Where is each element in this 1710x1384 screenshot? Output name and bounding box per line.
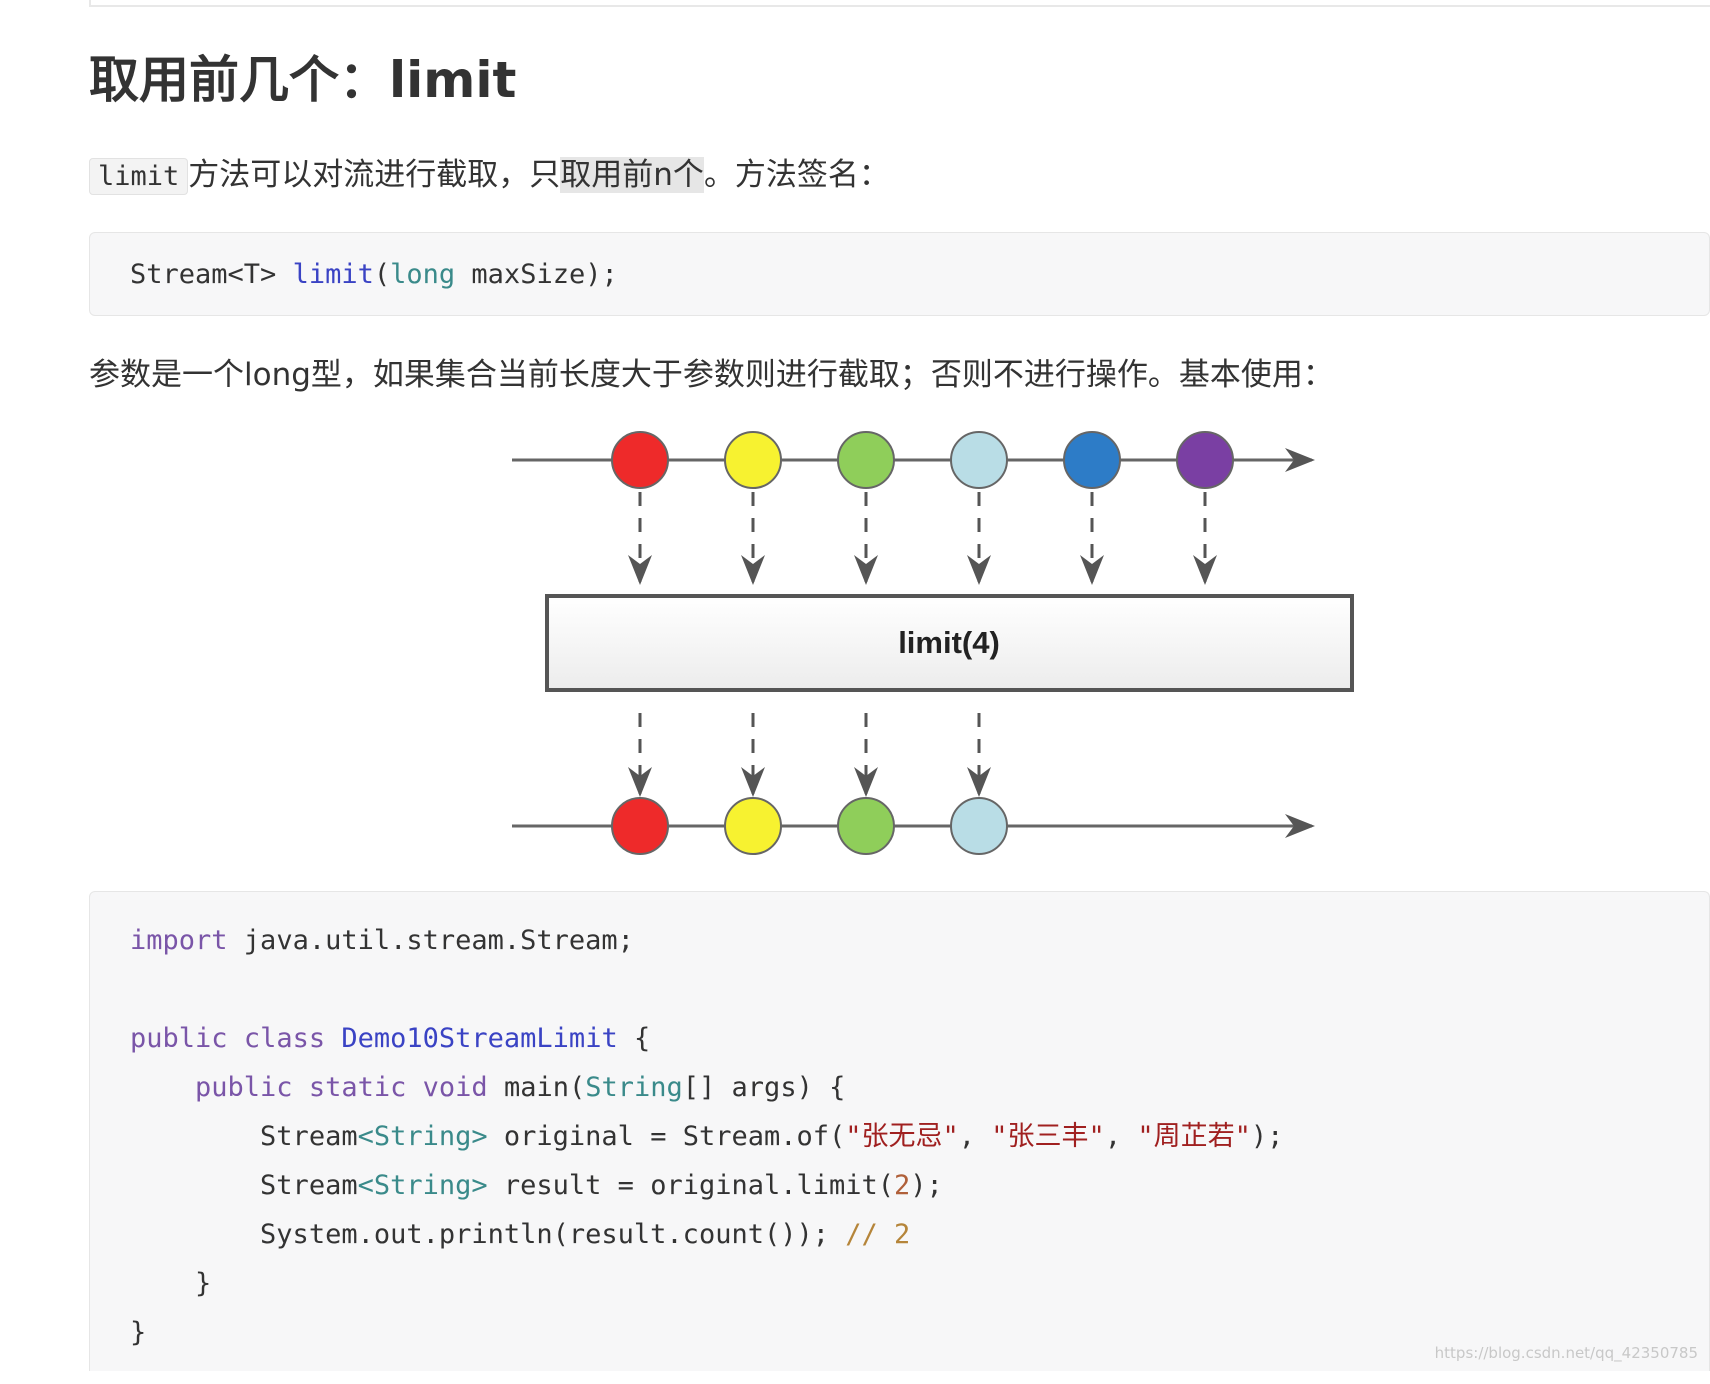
input-marble (837, 431, 895, 489)
code-line-6: Stream<String> result = original.limit(2… (130, 1161, 1709, 1210)
code-keyword: class (243, 1023, 326, 1054)
code-line-9: } (130, 1308, 1709, 1357)
inline-code-limit: limit (89, 158, 189, 195)
watermark: https://blog.csdn.net/qq_42350785 (1434, 1344, 1698, 1362)
sig-param-type: long (390, 259, 456, 290)
signature-code-block: Stream<T> limit(long maxSize); (89, 232, 1710, 316)
code-number: 2 (894, 1170, 911, 1201)
code-text: ); (1250, 1121, 1284, 1152)
sig-close: ); (585, 259, 618, 290)
intro-text-after: 。方法签名： (703, 157, 890, 193)
input-marble (611, 431, 669, 489)
code-keyword: void (422, 1072, 488, 1103)
intro-text-highlight: 取用前n个 (560, 157, 704, 193)
code-line-3: public class Demo10StreamLimit { (130, 1014, 1709, 1063)
code-line-8: } (130, 1259, 1709, 1308)
limit-operator-box (545, 594, 1354, 692)
code-text: Stream (260, 1121, 358, 1152)
code-comment: // 2 (845, 1219, 911, 1250)
output-marble (724, 797, 782, 855)
code-text: , (1104, 1121, 1138, 1152)
code-line-5: Stream<String> original = Stream.of("张无忌… (130, 1112, 1709, 1161)
top-rule (89, 0, 1710, 7)
code-class-name: Demo10StreamLimit (341, 1023, 618, 1054)
sig-return-type: Stream<T> (130, 259, 277, 290)
code-text: main( (487, 1072, 586, 1103)
code-text: } (130, 1317, 147, 1348)
section-heading: 取用前几个：limit (89, 51, 517, 109)
code-text: result = original.limit( (487, 1170, 895, 1201)
code-text: , (958, 1121, 992, 1152)
sig-open: ( (373, 259, 391, 290)
code-text: Stream (260, 1170, 358, 1201)
code-text: { (617, 1023, 651, 1054)
limit-operator-label: limit(4) (898, 625, 1000, 660)
code-line-1: import java.util.stream.Stream; (130, 916, 1709, 965)
sig-method-name: limit (292, 259, 374, 290)
input-marble (1176, 431, 1234, 489)
code-line-7: System.out.println(result.count()); // 2 (130, 1210, 1709, 1259)
code-text: original = Stream.of( (487, 1121, 846, 1152)
code-text: System.out.println(result.count()); (260, 1219, 846, 1250)
example-code-block: import java.util.stream.Stream; public c… (89, 891, 1710, 1371)
code-type: <String> (357, 1121, 488, 1152)
code-type: <String> (357, 1170, 488, 1201)
code-line-2 (130, 965, 1709, 1014)
code-keyword: public (195, 1072, 293, 1103)
code-type: String (585, 1072, 683, 1103)
code-text: [] args) { (682, 1072, 846, 1103)
input-marble (950, 431, 1008, 489)
output-marble (837, 797, 895, 855)
code-text: java.util.stream.Stream; (227, 925, 634, 956)
output-marble (611, 797, 669, 855)
limit-marble-diagram: limit(4) (512, 431, 1354, 855)
code-string: "周芷若" (1137, 1121, 1251, 1152)
code-keyword: public (130, 1023, 228, 1054)
description-paragraph: 参数是一个long型，如果集合当前长度大于参数则进行截取；否则不进行操作。基本使… (89, 357, 1334, 393)
code-keyword: static (308, 1072, 407, 1103)
input-marble (724, 431, 782, 489)
code-text: } (195, 1268, 212, 1299)
code-keyword: import (130, 925, 228, 956)
output-marble (950, 797, 1008, 855)
input-marble (1063, 431, 1121, 489)
intro-text-before: 方法可以对流进行截取，只 (188, 157, 561, 193)
code-string: "张无忌" (845, 1121, 959, 1152)
code-string: "张三丰" (991, 1121, 1105, 1152)
code-text: ); (910, 1170, 943, 1201)
sig-param-name: maxSize (471, 259, 586, 290)
code-line-4: public static void main(String[] args) { (130, 1063, 1709, 1112)
